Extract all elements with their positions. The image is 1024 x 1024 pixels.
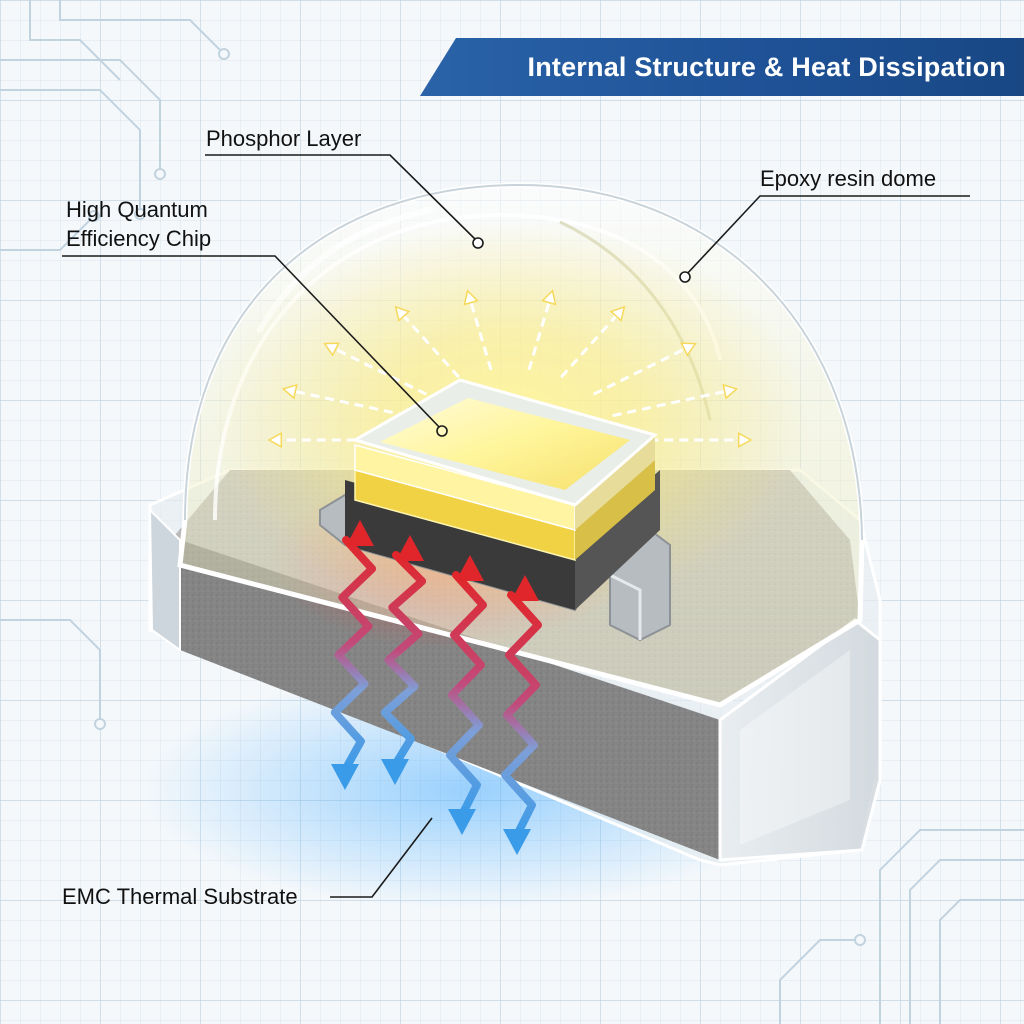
heat-flow-arrows bbox=[330, 520, 542, 855]
label-emc-thermal-substrate: EMC Thermal Substrate bbox=[62, 884, 298, 909]
light-ray-head-2 bbox=[281, 383, 298, 400]
label-chip-line2: Efficiency Chip bbox=[66, 226, 212, 251]
circuit-nodes bbox=[88, 48, 866, 946]
title-banner: Internal Structure & Heat Dissipation bbox=[420, 38, 1024, 96]
light-ray-head-8 bbox=[680, 342, 697, 357]
light-ray-head-10 bbox=[737, 432, 753, 448]
label-chip-line1: High Quantum bbox=[66, 197, 208, 222]
heat-arrow-up-2 bbox=[396, 535, 424, 561]
heat-wave-1 bbox=[330, 536, 377, 774]
light-ray-9 bbox=[612, 388, 732, 418]
leader-substrate bbox=[330, 817, 433, 898]
title-text: Internal Structure & Heat Dissipation bbox=[527, 51, 1006, 82]
heat-arrow-down-4 bbox=[503, 829, 531, 855]
light-ray-head-7 bbox=[609, 305, 626, 322]
led-chip-package bbox=[319, 378, 671, 642]
leader-chip bbox=[62, 255, 443, 431]
light-ray-head-3 bbox=[323, 342, 340, 357]
heat-arrow-down-1 bbox=[331, 764, 359, 790]
heat-arrow-up-4 bbox=[511, 575, 539, 601]
leader-epoxy bbox=[684, 195, 970, 277]
heat-wave-3 bbox=[446, 571, 487, 819]
heat-arrow-up-1 bbox=[346, 520, 374, 546]
light-ray-head-5 bbox=[463, 289, 479, 306]
label-phosphor-layer: Phosphor Layer bbox=[206, 126, 362, 151]
light-ray-3 bbox=[329, 345, 427, 396]
label-epoxy-resin-dome: Epoxy resin dome bbox=[760, 166, 937, 191]
heat-arrow-down-3 bbox=[448, 809, 476, 835]
heat-wave-4 bbox=[501, 591, 542, 839]
leader-phosphor bbox=[205, 154, 479, 243]
light-ray-head-1 bbox=[267, 432, 283, 448]
heat-arrow-up-3 bbox=[456, 555, 484, 581]
light-ray-head-6 bbox=[541, 289, 557, 306]
leader-lines bbox=[62, 154, 970, 898]
light-ray-6 bbox=[527, 296, 553, 371]
leader-dot-chip bbox=[436, 425, 448, 437]
leader-dots bbox=[472, 237, 691, 283]
heat-arrow-down-2 bbox=[381, 759, 409, 785]
light-ray-head-9 bbox=[722, 383, 739, 400]
light-ray-head-4 bbox=[394, 305, 411, 322]
light-ray-2 bbox=[288, 388, 408, 418]
heat-wave-2 bbox=[380, 551, 427, 769]
light-ray-5 bbox=[467, 296, 493, 371]
light-ray-8 bbox=[593, 345, 691, 396]
